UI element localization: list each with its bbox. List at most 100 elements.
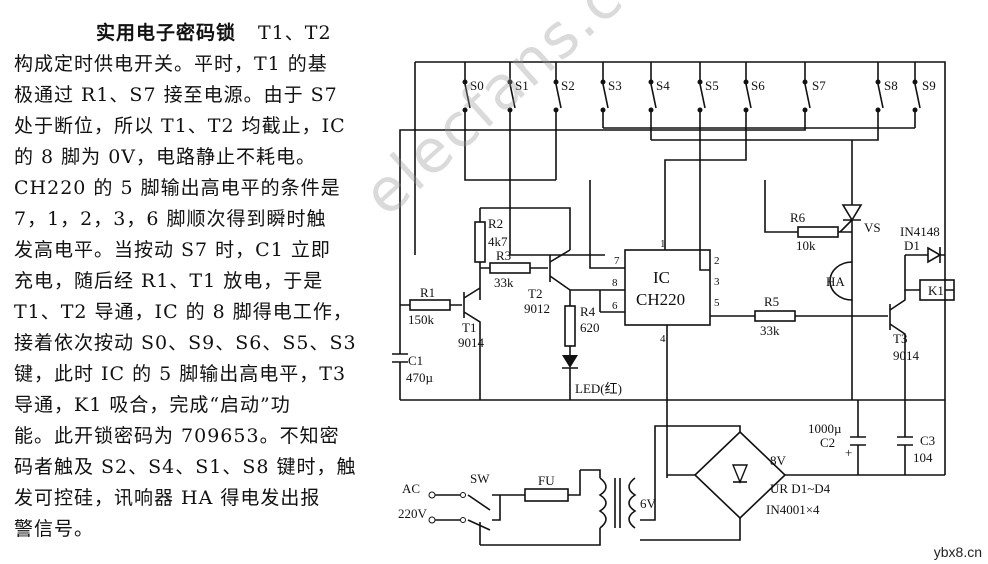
article-line-4: 处于断位，所以 T1、T2 均截止，IC <box>14 115 346 137</box>
r5-label: R5 <box>764 294 779 309</box>
switch-s4[interactable]: S4 <box>648 62 671 140</box>
switch-s8[interactable]: S8 <box>875 62 898 130</box>
article-line-17: 警信号。 <box>14 518 95 540</box>
bridge-label: UR D1~D4 <box>770 481 831 496</box>
buzzer-ha: HA <box>826 250 853 400</box>
bus-wire-3 <box>464 165 556 181</box>
r2-label: R2 <box>488 216 503 231</box>
t3-label: T3 <box>893 331 907 346</box>
ic-pin-7: 7 <box>614 255 620 267</box>
r2-value: 4k7 <box>488 234 508 249</box>
switch-s1[interactable]: S1 <box>507 62 529 180</box>
r6-left-wire <box>764 180 790 233</box>
article-line-7: 7，1，2，3，6 脚顺次得到瞬时触 <box>14 208 327 230</box>
article-line-8: 发高电平。当按动 S7 时，C1 立即 <box>14 239 331 261</box>
article-line-3: 极通过 R1、S7 接至电源。由于 S7 <box>14 84 338 106</box>
t2-label: T2 <box>528 286 542 301</box>
pin8-6-wire <box>599 289 625 313</box>
article-line-12: 键，此时 IC 的 5 脚输出高电平，T3 <box>14 363 347 385</box>
pin1-wire <box>664 125 747 250</box>
c2-plus: + <box>845 445 852 460</box>
ac-input: AC 220V <box>398 481 436 524</box>
switch-s7-label: S7 <box>812 78 826 93</box>
fu-label: FU <box>538 473 555 488</box>
led-indicator: LED(红) <box>562 355 622 400</box>
k1-label: K1 <box>928 283 944 298</box>
ic-pin-5: 5 <box>714 297 720 309</box>
pin3-wire <box>699 160 710 271</box>
t2-value: 9012 <box>524 301 550 316</box>
switch-s5[interactable]: S5 <box>697 62 719 128</box>
c1-label: C1 <box>408 353 423 368</box>
t1-label: T1 <box>462 320 476 335</box>
switch-s9[interactable]: S9 <box>912 62 936 128</box>
pin7-wire <box>589 180 625 269</box>
switch-s3-label: S3 <box>608 78 622 93</box>
ic-pin-4: 4 <box>660 333 666 345</box>
switch-s4-label: S4 <box>656 78 670 93</box>
article-line-1: 实用电子密码锁 T1、T2 <box>14 22 332 44</box>
capacitor-c2: 1000µ C2 + <box>808 400 866 475</box>
r5-value: 33k <box>760 323 780 338</box>
switch-s7[interactable]: S7 <box>399 62 826 305</box>
r3-label: R3 <box>496 248 511 263</box>
transformer-secondary: 6V <box>640 496 657 511</box>
article-line-6: CH220 的 5 脚输出高电平的条件是 <box>14 177 341 199</box>
sw-label: SW <box>470 471 490 486</box>
r2-top-wire <box>480 207 571 250</box>
diode-d1: IN4148 D1 <box>900 224 945 264</box>
ha-label: HA <box>826 274 845 289</box>
article-line-2: 构成定时供电开关。平时，T1 的基 <box>14 53 328 75</box>
transistor-t2: T2 9012 <box>524 249 571 316</box>
switch-s0[interactable]: S0 <box>462 62 484 165</box>
c2-label: C2 <box>820 435 835 450</box>
switch-s8-label: S8 <box>884 78 898 93</box>
article-title: 实用电子密码锁 <box>96 22 237 44</box>
fuse-fu: FU <box>500 470 581 502</box>
bridge-rectifier: 8V UR D1~D4 IN4001×4 <box>640 425 945 541</box>
switch-s3[interactable]: S3 <box>600 62 622 128</box>
transistor-t1: T1 9014 <box>458 287 485 400</box>
bridge-model: IN4001×4 <box>766 502 820 517</box>
resistor-r5: R5 33k <box>710 294 888 338</box>
transformer: 6V <box>480 469 657 546</box>
switch-s9-label: S9 <box>922 78 936 93</box>
t3-value: 9014 <box>893 348 920 363</box>
top-rail-wire <box>415 61 946 475</box>
c3-value: 104 <box>913 450 933 465</box>
bus-wire-2 <box>651 130 879 141</box>
ic-pin-1: 1 <box>660 238 666 250</box>
ic-model: CH220 <box>636 290 685 309</box>
t1-value: 9014 <box>458 335 485 350</box>
site-mark: ybx8.cn <box>933 544 982 560</box>
switch-s1-label: S1 <box>515 78 529 93</box>
switch-s6[interactable]: S6 <box>743 62 766 125</box>
switch-row: S0 S1 S2 S3 S4 S5 S6 <box>399 62 936 305</box>
article-line-13: 导通，K1 吸合，完成“启动”功 <box>14 394 291 416</box>
ic-pin-2: 2 <box>714 255 720 267</box>
r4-value: 620 <box>580 320 600 335</box>
r6-value: 10k <box>796 238 816 253</box>
switch-s0-label: S0 <box>470 78 484 93</box>
capacitor-c3: C3 104 <box>897 400 935 475</box>
r6-label: R6 <box>790 210 806 225</box>
resistor-r4: R4 620 <box>564 300 600 355</box>
d1-label: D1 <box>904 238 920 253</box>
ic-pin-8: 8 <box>612 277 618 289</box>
c3-label: C3 <box>920 433 935 448</box>
relay-k1: K1 <box>904 255 955 301</box>
ic-pin-6: 6 <box>612 300 618 312</box>
r4-label: R4 <box>580 304 596 319</box>
bridge-voltage: 8V <box>770 453 787 468</box>
transistor-t3: T3 9014 <box>889 290 920 400</box>
article-text-span: T1、T2 <box>258 22 332 44</box>
capacitor-c1: C1 470µ <box>392 305 434 400</box>
article-line-14: 能。此开锁密码为 709653。不知密 <box>14 425 340 447</box>
switch-s5-label: S5 <box>705 78 719 93</box>
power-switch[interactable]: SW <box>435 471 501 545</box>
ic-ch220: IC CH220 7 1 2 3 8 6 5 4 <box>612 238 720 345</box>
r1-label: R1 <box>420 285 435 300</box>
article-line-16: 发可控硅，讯响器 HA 得电发出报 <box>14 487 321 509</box>
ac-label: AC <box>402 481 420 496</box>
switch-s2[interactable]: S2 <box>553 62 575 180</box>
